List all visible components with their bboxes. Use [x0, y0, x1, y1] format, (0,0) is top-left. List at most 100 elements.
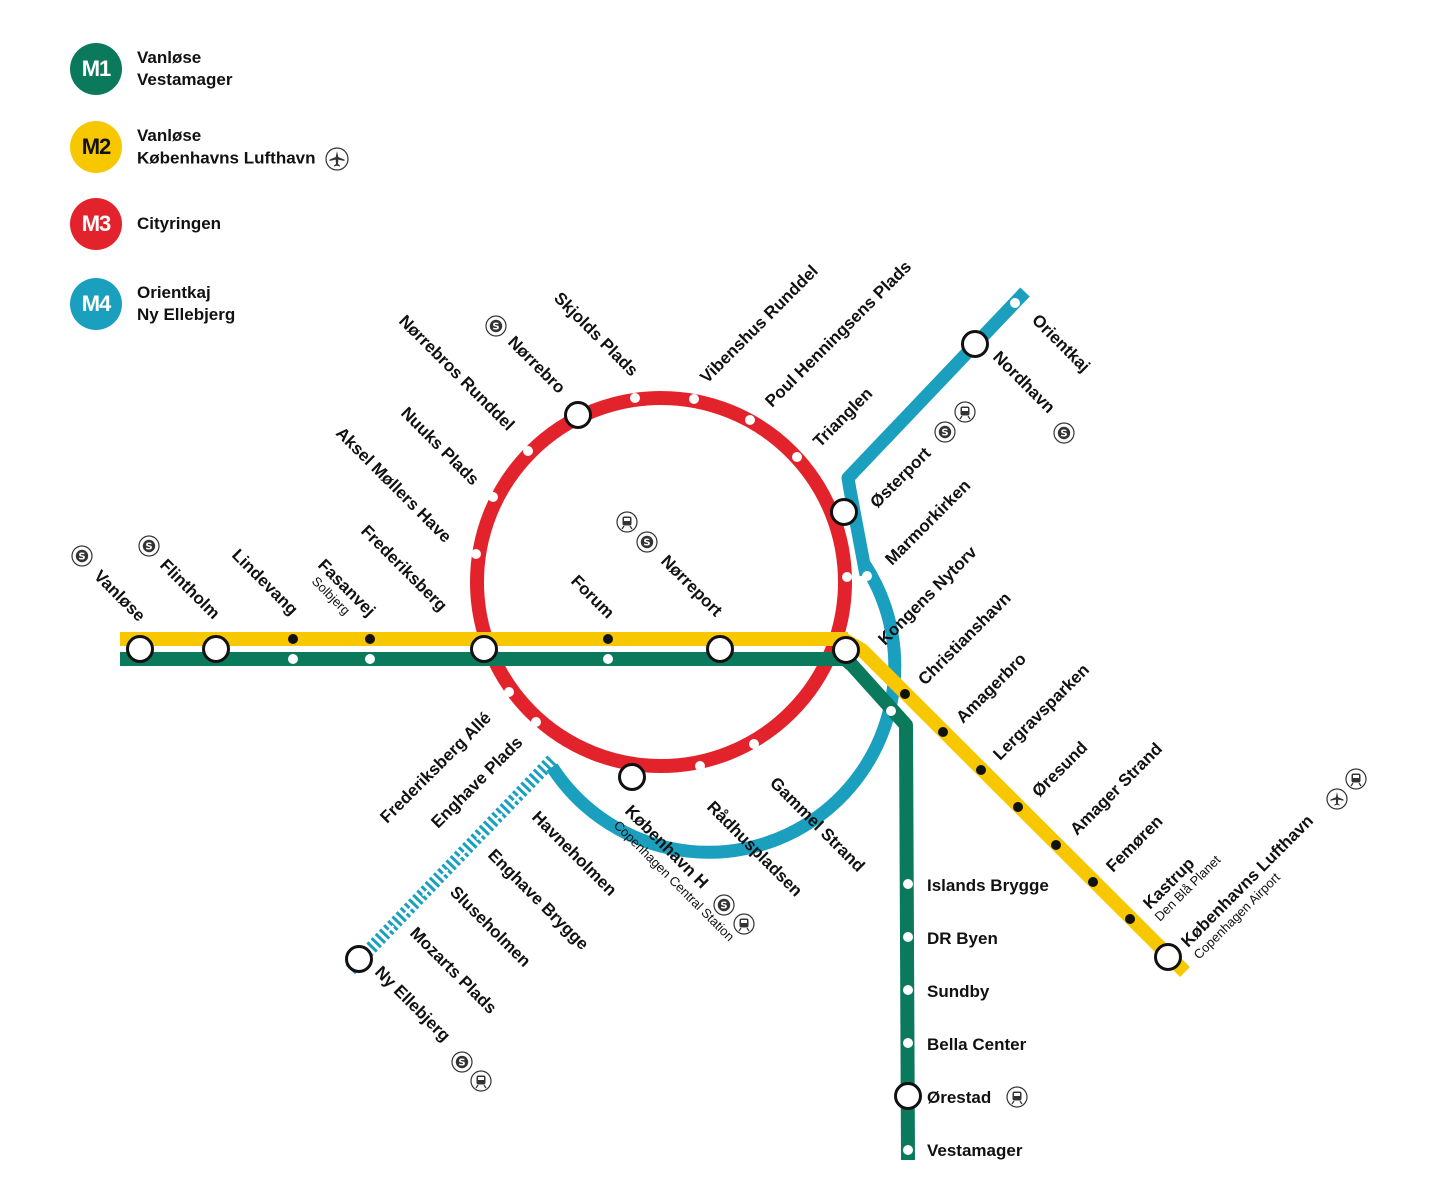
- s-train-icon: [138, 535, 160, 557]
- m4-legend-line2: Ny Ellebjerg: [137, 305, 236, 324]
- stop-dot: [288, 654, 298, 664]
- label-skjolds-plads[interactable]: Skjolds Plads: [550, 288, 642, 380]
- stop-dot: [523, 446, 533, 456]
- s-train-icon: [636, 531, 658, 553]
- train-icon: [616, 511, 638, 533]
- m2-legend-line2: Københavns Lufthavn: [137, 147, 349, 171]
- m3-legend-text: Cityringen: [137, 213, 221, 235]
- m1-legend-line1: Vanløse: [137, 48, 202, 67]
- station-osterport-marker[interactable]: [830, 498, 858, 526]
- s-train-icon: [485, 315, 507, 337]
- stop-dot: [1010, 298, 1020, 308]
- stop-dot: [630, 393, 640, 403]
- station-norrebro-marker[interactable]: [564, 401, 592, 429]
- interchanges: [126, 330, 1182, 1110]
- label-amagerbro[interactable]: Amagerbro: [952, 649, 1030, 727]
- stop-dot: [792, 452, 802, 462]
- label-nordhavn[interactable]: Nordhavn: [989, 347, 1059, 417]
- stop-dot: [603, 654, 613, 664]
- stop-dot: [903, 985, 913, 995]
- station-orestad-marker[interactable]: [894, 1082, 922, 1110]
- m1-badge: M1: [70, 43, 122, 95]
- m4-badge: M4: [70, 278, 122, 330]
- s-train-icon: [71, 545, 93, 567]
- station-norreport-marker[interactable]: [706, 635, 734, 663]
- label-trianglen[interactable]: Trianglen: [809, 384, 876, 451]
- train-icon: [470, 1070, 492, 1092]
- m4-legend-text: Orientkaj Ny Ellebjerg: [137, 282, 235, 326]
- stop-dot: [760, 757, 770, 767]
- label-bella-center[interactable]: Bella Center: [927, 1035, 1027, 1054]
- label-orestad[interactable]: Ørestad: [927, 1088, 991, 1107]
- label-dr-byen[interactable]: DR Byen: [927, 929, 998, 948]
- s-train-icon: [713, 894, 735, 916]
- stop-dot: [695, 761, 705, 771]
- station-nordhavn-marker[interactable]: [961, 330, 989, 358]
- label-femoren[interactable]: Femøren: [1102, 812, 1166, 876]
- label-vestamager[interactable]: Vestamager: [927, 1141, 1023, 1160]
- s-train-icon: [934, 421, 956, 443]
- stop-dot: [504, 687, 514, 697]
- label-sundby[interactable]: Sundby: [927, 982, 990, 1001]
- stop-dot: [689, 394, 699, 404]
- m2-line: [120, 632, 1190, 977]
- station-kobenhavn-h-marker[interactable]: [618, 763, 646, 791]
- station-kongens-nytorv-marker[interactable]: [832, 636, 860, 664]
- label-ny-ellebjerg[interactable]: Ny Ellebjerg: [371, 962, 454, 1045]
- train-icon: [1345, 768, 1367, 790]
- label-nuuks-plads[interactable]: Nuuks Plads: [397, 403, 483, 489]
- station-vanlose-marker[interactable]: [126, 635, 154, 663]
- label-lindevang[interactable]: Lindevang: [228, 545, 302, 619]
- stop-dot: [900, 689, 910, 699]
- m2-badge: M2: [70, 121, 122, 173]
- stop-dot: [365, 634, 375, 644]
- legend-m2: M2 Vanløse Københavns Lufthavn: [70, 121, 430, 177]
- m3-badge: M3: [70, 198, 122, 250]
- stop-dot: [886, 706, 896, 716]
- label-norreport[interactable]: Nørreport: [657, 551, 726, 620]
- stop-dot: [938, 727, 948, 737]
- airplane-icon: [325, 147, 349, 171]
- stop-dot: [471, 549, 481, 559]
- station-flintholm-marker[interactable]: [202, 635, 230, 663]
- legend-m3: M3 Cityringen: [70, 198, 430, 254]
- station-frederiksberg-marker[interactable]: [470, 635, 498, 663]
- station-ny-ellebjerg-marker[interactable]: [345, 945, 373, 973]
- label-vanlose[interactable]: Vanløse: [90, 566, 149, 625]
- label-poul-henningsens-plads[interactable]: Poul Henningsens Plads: [761, 257, 915, 411]
- stop-dot: [531, 717, 541, 727]
- stop-dot: [745, 415, 755, 425]
- stop-dot: [903, 1145, 913, 1155]
- m2-legend-line2-text: Københavns Lufthavn: [137, 148, 316, 168]
- label-islands-brygge[interactable]: Islands Brygge: [927, 876, 1049, 895]
- s-train-icon: [1053, 422, 1075, 444]
- stop-dot: [288, 634, 298, 644]
- legend-m4: M4 Orientkaj Ny Ellebjerg: [70, 278, 430, 334]
- m1-legend-text: Vanløse Vestamager: [137, 47, 232, 91]
- m4-line: [345, 287, 1030, 975]
- m3-legend-line1: Cityringen: [137, 214, 222, 233]
- stop-dot: [1088, 877, 1098, 887]
- stop-dot: [1051, 840, 1061, 850]
- m2-legend-text: Vanløse Københavns Lufthavn: [137, 125, 349, 171]
- stop-dot: [603, 634, 613, 644]
- s-train-icon: [451, 1051, 473, 1073]
- label-norrebro[interactable]: Nørrebro: [504, 332, 569, 397]
- stop-dot: [1013, 802, 1023, 812]
- stop-dot: [749, 739, 759, 749]
- label-flintholm[interactable]: Flintholm: [156, 555, 224, 623]
- label-orientkaj[interactable]: Orientkaj: [1028, 310, 1094, 376]
- m2-legend-line1: Vanløse: [137, 126, 202, 145]
- stop-dot: [488, 492, 498, 502]
- label-oresund[interactable]: Øresund: [1028, 738, 1091, 801]
- m3-ring: [470, 391, 852, 773]
- stop-dot: [903, 932, 913, 942]
- m4-legend-line1: Orientkaj: [137, 283, 211, 302]
- stop-dot: [862, 571, 872, 581]
- train-icon: [1006, 1086, 1028, 1108]
- stop-dot: [976, 765, 986, 775]
- stop-dot: [699, 781, 709, 791]
- label-forum[interactable]: Forum: [567, 571, 618, 622]
- station-lufthavn-marker[interactable]: [1154, 943, 1182, 971]
